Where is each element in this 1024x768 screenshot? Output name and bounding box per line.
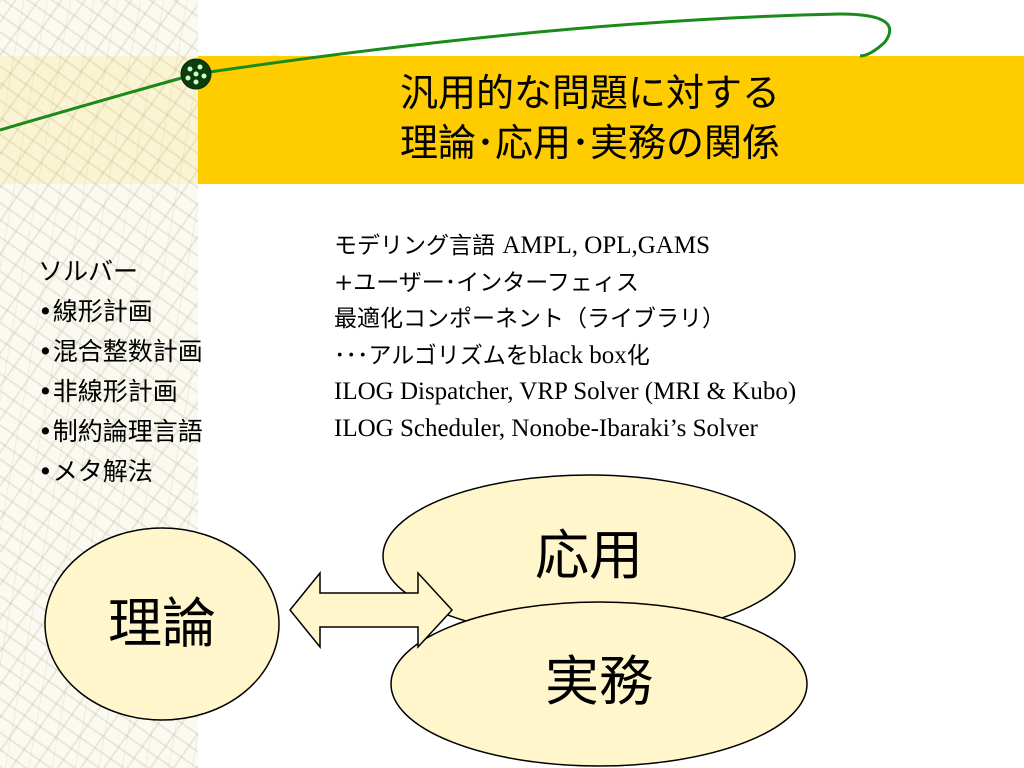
title-bar: [198, 56, 1024, 184]
algorithm-prefix: ･･･アルゴリズムを: [334, 342, 529, 369]
solver-list: ソルバー •線形計画 •混合整数計画 •非線形計画 •制約論理言語 •メタ解法: [38, 252, 203, 492]
orb-icon: [180, 58, 212, 90]
modeling-line-4: ･･･アルゴリズムをblack box化: [334, 338, 796, 375]
modeling-line-3: 最適化コンポーネント（ライブラリ）: [334, 306, 725, 332]
practice-label: 実務: [545, 650, 653, 713]
title-line-1: 汎用的な問題に対する: [399, 71, 780, 115]
solver-item: •非線形計画: [38, 377, 178, 406]
modeling-language-label: モデリング言語: [334, 233, 503, 259]
solver-heading: ソルバー: [38, 257, 139, 286]
modeling-line-5: ILOG Dispatcher, VRP Solver (MRI & Kubo): [334, 378, 797, 405]
black-box-text: black box: [528, 341, 627, 369]
title-line-2: 理論･応用･実務の関係: [399, 121, 780, 165]
solver-item: •メタ解法: [38, 457, 153, 486]
modeling-language-names: AMPL, OPL,GAMS: [502, 232, 710, 259]
modeling-line-6: ILOG Scheduler, Nonobe-Ibaraki’s Solver: [334, 414, 758, 442]
modeling-line-1: モデリング言語 AMPL, OPL,GAMS: [334, 228, 796, 265]
practice-ellipse: [390, 601, 808, 767]
swoosh-line: [0, 12, 892, 132]
solver-item: •混合整数計画: [38, 337, 203, 366]
application-label: 応用: [535, 524, 643, 587]
modeling-text: モデリング言語 AMPL, OPL,GAMS +ユーザー･インターフェィス 最適…: [334, 228, 796, 447]
modeling-line-2: +ユーザー･インターフェィス: [334, 269, 639, 296]
double-arrow-icon: [289, 570, 454, 650]
theory-label: 理論: [108, 592, 216, 655]
algorithm-suffix: 化: [626, 342, 650, 369]
solver-item: •線形計画: [38, 297, 153, 326]
theory-ellipse: [44, 527, 280, 721]
page-title: 汎用的な問題に対する 理論･応用･実務の関係: [200, 68, 980, 168]
decorative-pattern-strip: [0, 0, 198, 768]
solver-item: •制約論理言語: [38, 417, 203, 446]
